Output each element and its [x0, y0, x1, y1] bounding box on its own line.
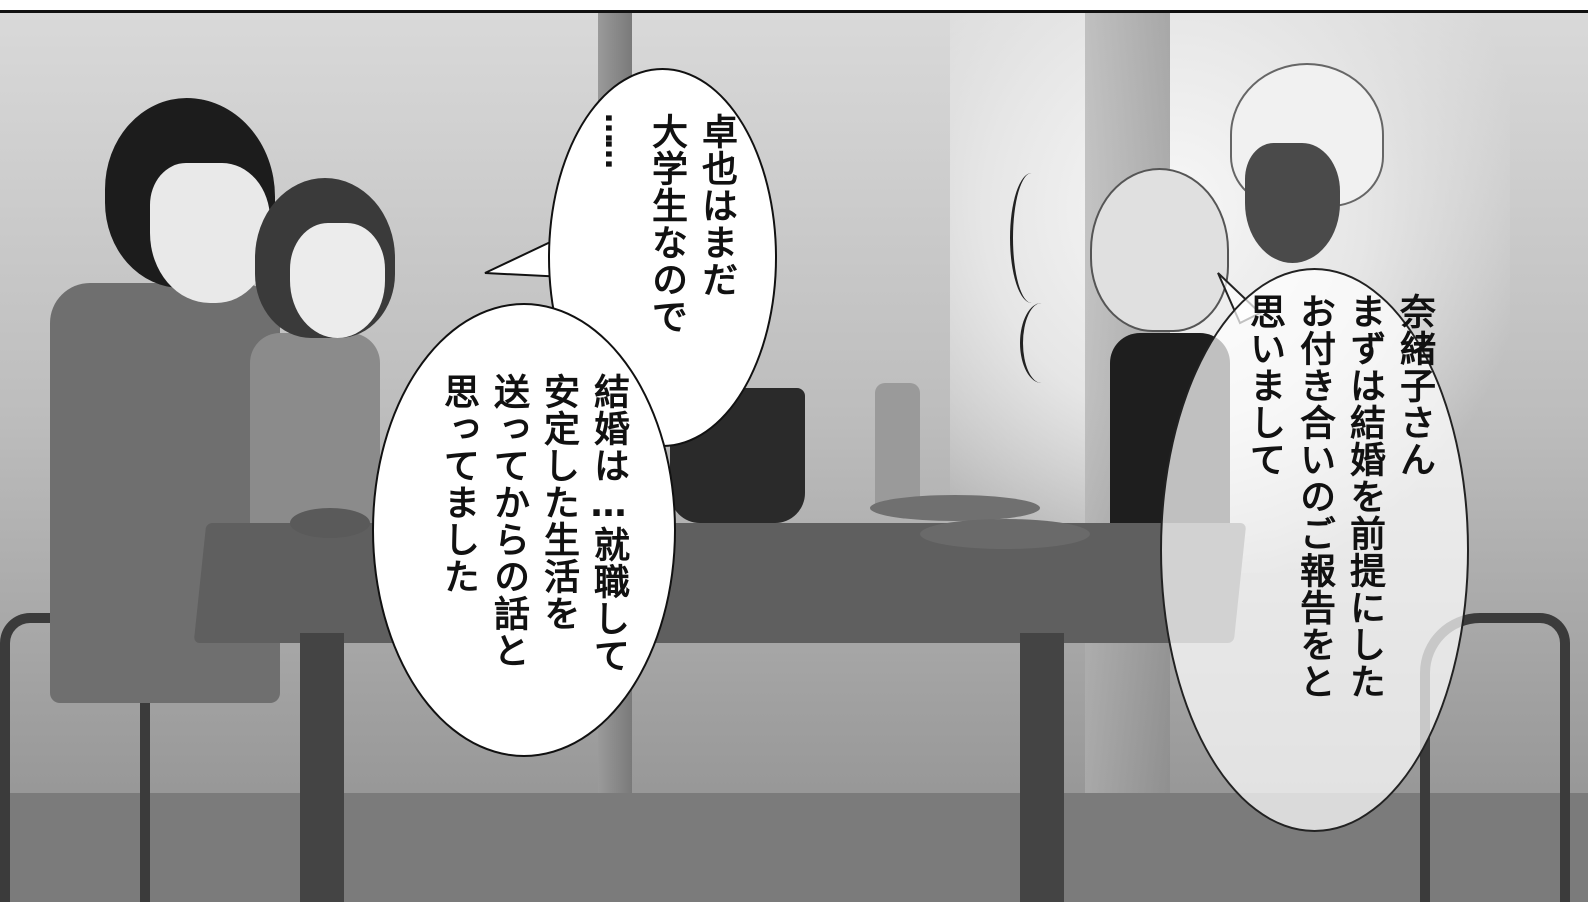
woman-right-hair [1090, 168, 1229, 332]
motion-line [1010, 173, 1053, 303]
dining-table [193, 523, 1247, 643]
bottle [875, 383, 920, 513]
dialogue-right-line4: 思いまして [1244, 293, 1285, 478]
dialogue-right-line2: まずは結婚を前提にした [1344, 293, 1385, 700]
dialogue-upper-line2: 大学生なので [646, 113, 687, 335]
dialogue-upper-line1: 卓也はまだ [696, 113, 737, 298]
woman-left-face [290, 223, 385, 338]
panel-gutter [0, 0, 1588, 10]
motion-line [1020, 303, 1063, 383]
ellipsis-text: …… [598, 113, 633, 165]
dialogue-lower-line2: 安定した生活を [538, 373, 579, 632]
table-leg-right [1020, 633, 1064, 902]
man-left-face [150, 163, 270, 303]
table-leg-left [300, 633, 344, 902]
dialogue-right-line3: お付き合いのご報告をと [1294, 293, 1335, 700]
dialogue-right-line1: 奈緒子さん [1394, 293, 1435, 478]
chair-right [1420, 613, 1570, 902]
plate [290, 508, 370, 538]
dialogue-lower-line3: 送ってからの話と [488, 373, 529, 669]
plate [870, 495, 1040, 521]
speech-bubble-right [1160, 268, 1469, 832]
man-right-face [1245, 143, 1340, 263]
speech-bubble-lower [372, 303, 676, 757]
dialogue-lower-line4: 思ってました [438, 373, 479, 595]
dialogue-lower-line1: 結婚は…就職して [588, 373, 629, 674]
plate [920, 519, 1090, 549]
manga-panel: …… 卓也はまだ 大学生なので 結婚は…就職して 安定した生活を 送ってからの話… [0, 10, 1588, 902]
